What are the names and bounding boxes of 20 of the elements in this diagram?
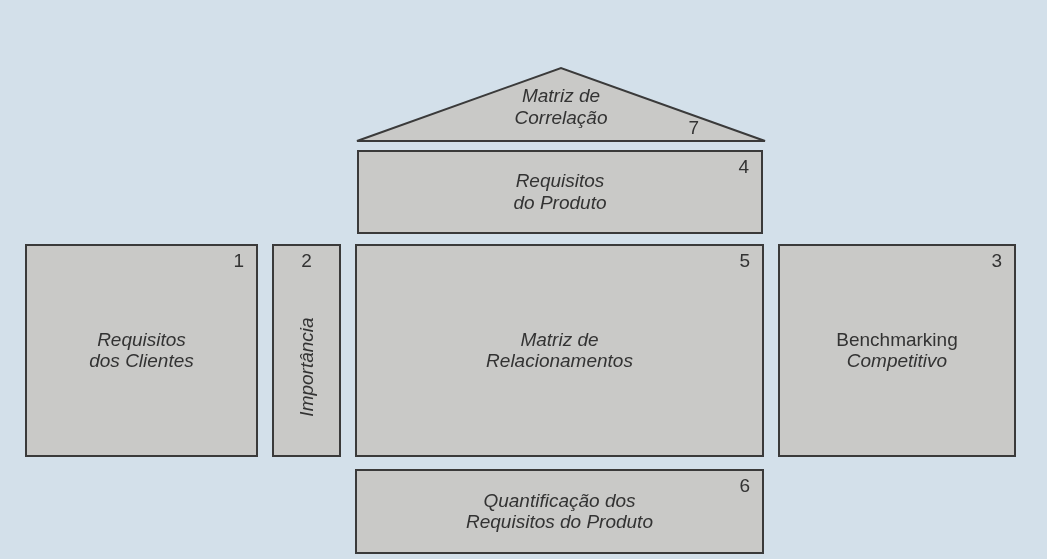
section-title: Quantificação dos Requisitos do Produto [465, 489, 654, 534]
matrix-box [357, 150, 763, 234]
section-number: 6 [739, 475, 750, 497]
matrix-box [778, 244, 1016, 457]
section-number: 7 [688, 117, 699, 139]
matrix-box [25, 244, 258, 457]
matrix-box [355, 244, 764, 457]
section-number: 3 [991, 250, 1002, 272]
section-number: 1 [233, 250, 244, 272]
section-title: Importância [295, 317, 318, 417]
section-number: 5 [739, 250, 750, 272]
matrix-box [355, 469, 764, 554]
section-title: Requisitos dos Clientes [88, 328, 195, 373]
section-title: Matriz de Correlação [513, 85, 609, 129]
section-title: Benchmarking Competitivo [835, 328, 959, 373]
section-title: Requisitos do Produto [512, 170, 608, 214]
matrix-box [272, 244, 341, 457]
section-number: 2 [300, 250, 313, 272]
section-title: Matriz de Relacionamentos [485, 328, 634, 373]
section-number: 4 [738, 156, 749, 178]
